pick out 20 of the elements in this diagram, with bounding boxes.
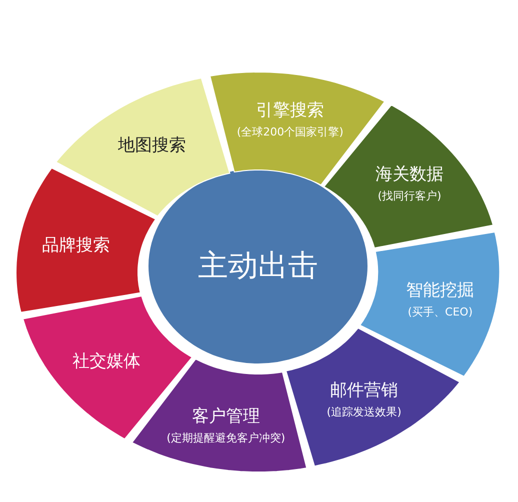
segment-title: 社交媒体	[72, 350, 140, 372]
segment-title: 引擎搜索	[255, 100, 326, 122]
segment-note: (定期提醒避免客户冲突)	[166, 430, 286, 446]
ring-segment	[286, 328, 460, 466]
ring-segment	[16, 168, 156, 312]
ring-segment	[56, 78, 230, 216]
segment-note: (找同行客户)	[376, 188, 442, 204]
ring-segment	[324, 105, 494, 248]
center-circle	[148, 168, 368, 364]
segment-note: (买手、CEO)	[406, 304, 474, 320]
segment-title: 邮件营销	[329, 379, 400, 402]
segment-title: 地图搜索	[118, 134, 186, 157]
segment-title: 品牌搜索	[42, 234, 110, 257]
center-title: 主动出击	[198, 248, 318, 286]
segment-title: 智能挖掘	[406, 279, 474, 302]
segment-note: (追踪发送效果)	[326, 404, 402, 420]
segment-note: (全球200个国家引擎)	[236, 124, 344, 140]
segment-title: 客户管理	[190, 405, 261, 428]
ring-segment	[360, 232, 500, 376]
segment-title: 海关数据	[376, 164, 444, 186]
